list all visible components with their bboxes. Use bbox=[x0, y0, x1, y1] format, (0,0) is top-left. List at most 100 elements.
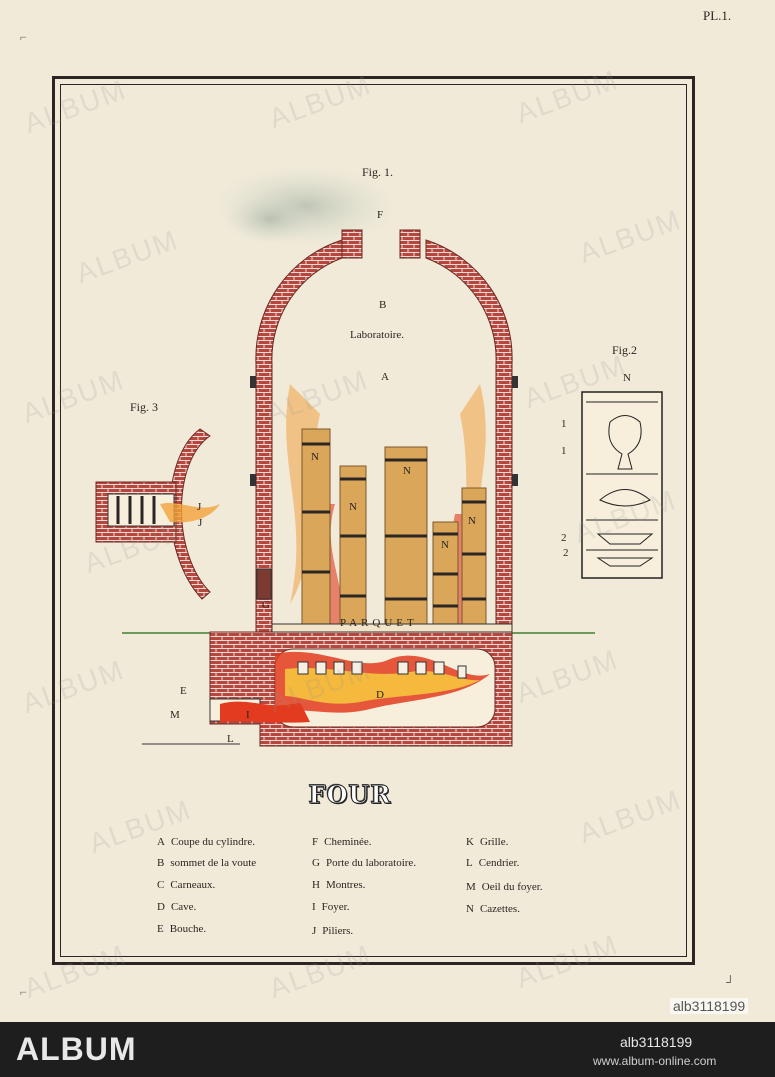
iron-band bbox=[512, 474, 518, 486]
legend-item: M Oeil du foyer. bbox=[466, 881, 543, 893]
iron-band bbox=[250, 474, 256, 486]
footer-brand-logo: ALBUM bbox=[16, 1031, 137, 1067]
label-A: A bbox=[381, 371, 389, 383]
plate-outer-frame bbox=[52, 76, 695, 965]
label-N: N bbox=[468, 515, 476, 527]
legend-text: sommet de la voute bbox=[170, 857, 257, 869]
plate-title: FOUR bbox=[308, 780, 392, 810]
image-id-stamp: alb3118199 bbox=[670, 998, 749, 1014]
legend-key: H bbox=[312, 879, 320, 891]
fig3-wall-curve bbox=[169, 428, 211, 600]
legend-key: J bbox=[312, 925, 317, 937]
plate-inner-frame bbox=[60, 84, 687, 957]
legend-key: I bbox=[312, 901, 316, 913]
label-E: E bbox=[180, 685, 187, 697]
label-L: L bbox=[227, 733, 234, 745]
kiln-dome-wall bbox=[425, 239, 513, 633]
footer-url[interactable]: www.album-online.com bbox=[593, 1054, 717, 1068]
legend-text: Cheminée. bbox=[324, 836, 372, 848]
legend-text: Coupe du cylindre. bbox=[170, 836, 255, 848]
legend-text: Cave. bbox=[170, 901, 197, 913]
legend-key: K bbox=[466, 836, 474, 848]
label-G: G bbox=[262, 599, 270, 611]
fig3-flame bbox=[160, 502, 220, 523]
saggar-stack bbox=[339, 465, 367, 630]
label-M: M bbox=[170, 709, 180, 721]
legend-key: B bbox=[157, 857, 165, 869]
legend-item: K Grille. bbox=[466, 836, 508, 848]
legend-text: Carneaux. bbox=[170, 879, 216, 891]
label-N: N bbox=[403, 465, 411, 477]
legend-item: J Piliers. bbox=[312, 925, 353, 937]
flame bbox=[285, 667, 480, 704]
legend-item: D Cave. bbox=[157, 901, 196, 913]
carneaux-flues bbox=[297, 661, 467, 679]
saggar-stack bbox=[301, 428, 331, 630]
legend-text: Oeil du foyer. bbox=[481, 881, 543, 893]
legend-text: Bouche. bbox=[169, 923, 207, 935]
chimney-right bbox=[399, 229, 421, 259]
legend-text: Grille. bbox=[479, 836, 509, 848]
fig2-shelves bbox=[586, 401, 658, 567]
legend-item: C Carneaux. bbox=[157, 879, 215, 891]
label-N: N bbox=[311, 451, 319, 463]
label-fig2-1: 1 bbox=[561, 418, 567, 430]
legend-text: Cazettes. bbox=[479, 903, 520, 915]
label-fig2-2: 2 bbox=[563, 547, 569, 559]
footer-image-id: alb3118199 bbox=[620, 1034, 693, 1050]
legend-text: Cendrier. bbox=[478, 857, 520, 869]
kiln-diagram bbox=[95, 164, 663, 747]
legend-item: N Cazettes. bbox=[466, 903, 520, 915]
legend-key: M bbox=[466, 881, 476, 893]
legend-item: L Cendrier. bbox=[466, 857, 519, 869]
label-B: B bbox=[379, 299, 387, 311]
laboratory-door bbox=[256, 568, 272, 600]
legend-item: F Cheminée. bbox=[312, 836, 371, 848]
label-J: J bbox=[197, 501, 202, 513]
label-parquet: PARQUET bbox=[340, 617, 418, 629]
legend-text: Porte du laboratoire. bbox=[325, 857, 417, 869]
label-J: J bbox=[198, 517, 203, 529]
saggar-dividers bbox=[302, 442, 486, 608]
legend-key: N bbox=[466, 903, 474, 915]
plate-number: PL.1. bbox=[703, 8, 732, 23]
legend-item: I Foyer. bbox=[312, 901, 349, 913]
flame bbox=[220, 701, 310, 723]
legend-key: C bbox=[157, 879, 165, 891]
corner-mark-bottom-right: ┘ bbox=[726, 975, 735, 989]
fig3-grate-bars bbox=[116, 496, 156, 524]
legend-item: E Bouche. bbox=[157, 923, 206, 935]
legend-item: G Porte du laboratoire. bbox=[312, 857, 416, 869]
label-N: N bbox=[441, 539, 449, 551]
label-I: I bbox=[246, 709, 250, 721]
chimney-left bbox=[341, 229, 363, 259]
legend-key: D bbox=[157, 901, 165, 913]
legend-key: G bbox=[312, 857, 320, 869]
label-F: F bbox=[377, 209, 384, 221]
label-N: N bbox=[349, 501, 357, 513]
smoke bbox=[225, 194, 315, 244]
iron-band bbox=[250, 376, 256, 388]
fig2-label: Fig.2 bbox=[612, 343, 638, 357]
fig2-saggar bbox=[581, 391, 663, 579]
label-laboratoire: Laboratoire. bbox=[350, 329, 405, 341]
legend-key: E bbox=[157, 923, 164, 935]
label-fig2-2: 2 bbox=[561, 532, 567, 544]
corner-mark-top: ⌐ bbox=[20, 30, 27, 44]
legend-key: F bbox=[312, 836, 319, 848]
legend-key: L bbox=[466, 857, 473, 869]
legend-item: A Coupe du cylindre. bbox=[157, 836, 255, 848]
legend-text: Foyer. bbox=[321, 901, 350, 913]
legend-key: A bbox=[157, 836, 165, 848]
saggar-stack bbox=[461, 487, 487, 630]
corner-mark-bottom-left: ⌐ bbox=[20, 985, 27, 999]
fig3-label: Fig. 3 bbox=[130, 400, 159, 414]
footer-bar bbox=[0, 1022, 775, 1077]
label-fig2-1: 1 bbox=[561, 445, 567, 457]
label-fig2-N: N bbox=[623, 372, 631, 384]
iron-band bbox=[512, 376, 518, 388]
legend-text: Piliers. bbox=[322, 925, 354, 937]
parquet-floor bbox=[271, 623, 513, 633]
